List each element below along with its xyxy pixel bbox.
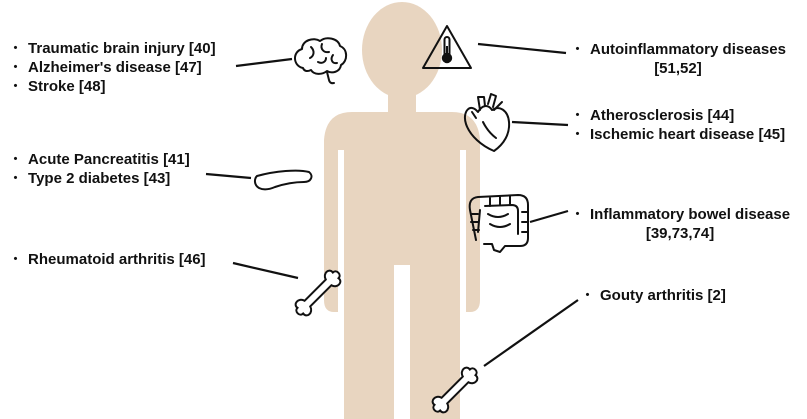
brain-icon [295, 38, 346, 83]
pancreas-icon [255, 171, 312, 190]
label-type-2-diabetes: ・Type 2 diabetes [43] [8, 169, 190, 188]
connector-bowel [530, 211, 568, 222]
connector-gout [484, 300, 578, 366]
label-group-gout: ・Gouty arthritis [2] [580, 286, 726, 305]
connector-heart [512, 122, 568, 125]
label-traumatic-brain-injury: ・Traumatic brain injury [40] [8, 39, 216, 58]
label-bowel-refs: [39,73,74] [570, 224, 790, 243]
label-ischemic-heart-disease: ・Ischemic heart disease [45] [570, 125, 785, 144]
label-acute-pancreatitis: ・Acute Pancreatitis [41] [8, 150, 190, 169]
connector-brain [236, 59, 292, 66]
label-group-joint: ・Rheumatoid arthritis [46] [8, 250, 206, 269]
connector-fever [478, 44, 566, 53]
label-autoinflammatory-diseases: ・Autoinflammatory diseases [570, 40, 786, 59]
label-atherosclerosis: ・Atherosclerosis [44] [570, 106, 785, 125]
label-group-bowel: ・Inflammatory bowel disease [39,73,74] [570, 205, 790, 243]
human-silhouette [324, 2, 480, 419]
label-group-fever: ・Autoinflammatory diseases [51,52] [570, 40, 786, 78]
label-gouty-arthritis: ・Gouty arthritis [2] [580, 286, 726, 305]
label-group-pancreas: ・Acute Pancreatitis [41] ・Type 2 diabete… [8, 150, 190, 188]
connector-pancreas [206, 174, 251, 178]
label-rheumatoid-arthritis: ・Rheumatoid arthritis [46] [8, 250, 206, 269]
label-inflammatory-bowel-disease: ・Inflammatory bowel disease [570, 205, 790, 224]
label-alzheimers-disease: ・Alzheimer's disease [47] [8, 58, 216, 77]
label-group-brain: ・Traumatic brain injury [40] ・Alzheimer'… [8, 39, 216, 96]
label-autoinflammatory-refs: [51,52] [570, 59, 786, 78]
label-stroke: ・Stroke [48] [8, 77, 216, 96]
connector-joint [233, 263, 298, 278]
label-group-heart: ・Atherosclerosis [44] ・Ischemic heart di… [570, 106, 785, 144]
